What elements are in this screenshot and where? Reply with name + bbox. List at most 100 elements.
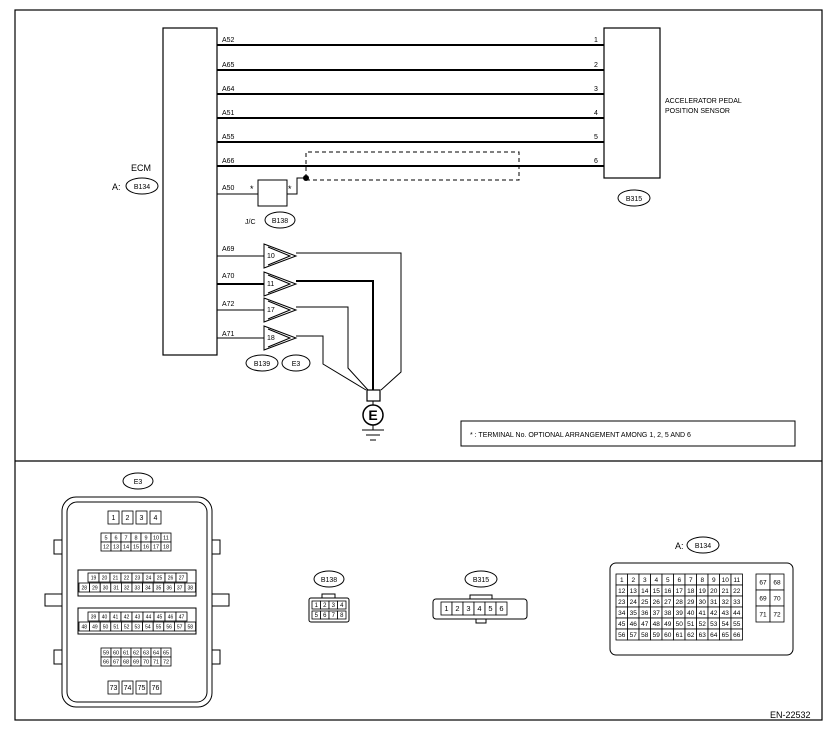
e3-pin-53: 53 (135, 624, 141, 630)
b134-pin-11: 11 (733, 577, 740, 584)
ground-terminal-18-outer (263, 325, 298, 351)
sensor-name-line2: POSITION SENSOR (665, 108, 730, 115)
e3-pin-3: 3 (140, 515, 144, 522)
e3-pin-cell-47 (175, 611, 188, 622)
b134-pin-59: 59 (653, 632, 661, 639)
e3-pin-30: 30 (103, 585, 109, 591)
b134-pin-44: 44 (733, 610, 741, 617)
b315-key (475, 618, 487, 624)
e3-right-clip-top (211, 539, 221, 555)
sensor-pin-4: 4 (594, 110, 598, 117)
sensor-connector-oval (617, 189, 651, 207)
b134-pin-21: 21 (722, 588, 730, 595)
jc-connector-label: B138 (272, 218, 288, 225)
b134-pin-20: 20 (710, 588, 718, 595)
e3-pin-49: 49 (92, 624, 98, 630)
b134-pin-cell-72 (769, 605, 785, 623)
b138-latch (321, 593, 336, 599)
e3-pin-cell-18 (160, 541, 172, 552)
b315-pin-6: 6 (499, 604, 503, 613)
sensor-pin-5: 5 (594, 134, 598, 141)
b315-pin-2: 2 (455, 604, 459, 613)
b134-pin-43: 43 (722, 610, 730, 617)
b134-pin-45: 45 (618, 621, 626, 628)
ecm-pin-a50: A50 (222, 185, 235, 192)
e3-pin-70: 70 (143, 659, 149, 665)
e3-pin-59: 59 (103, 650, 109, 656)
ground-terminal-11: 11 (267, 281, 274, 288)
b134-pin-6: 6 (677, 577, 681, 584)
b134-pin-32: 32 (722, 599, 730, 606)
e3-pin-62: 62 (133, 650, 139, 656)
b138-pin-5: 5 (315, 613, 319, 619)
e3-pin-68: 68 (123, 659, 129, 665)
b315-pin-1: 1 (444, 604, 448, 613)
b134-pin-40: 40 (687, 610, 695, 617)
e3-right-clip-bottom (211, 649, 221, 665)
e3-pin-55: 55 (156, 624, 162, 630)
outer-frame (14, 9, 823, 721)
e3-pin-32: 32 (124, 585, 130, 591)
b134-pin-27: 27 (664, 599, 672, 606)
e3-pin-75: 75 (138, 685, 146, 692)
e3-pin-13: 13 (113, 544, 119, 550)
b134-pin-68: 68 (773, 579, 781, 586)
e3-pin-cell-72 (160, 656, 172, 667)
e3-pin-20: 20 (102, 575, 108, 581)
b138-pin-6: 6 (323, 613, 327, 619)
b134-pin-48: 48 (653, 621, 661, 628)
jc-connector-oval (264, 211, 296, 229)
e3-pin-9: 9 (144, 535, 147, 541)
e3-pin-6: 6 (114, 535, 117, 541)
shield-dashed-outline (305, 151, 520, 181)
e3-left-clip-top (53, 539, 63, 555)
e3-pin-29: 29 (92, 585, 98, 591)
b315-label-oval (464, 570, 498, 588)
e3-pin-12: 12 (103, 544, 109, 550)
ecm-pin-a69: A69 (222, 246, 235, 253)
b134-pin-23: 23 (618, 599, 626, 606)
e3-pin-2: 2 (126, 515, 130, 522)
b315-label: B315 (473, 577, 489, 584)
e3-pin-64: 64 (153, 650, 159, 656)
b134-pin-47: 47 (641, 621, 649, 628)
b134-pin-67: 67 (759, 579, 767, 586)
b134-pin-2: 2 (631, 577, 635, 584)
e3-pin-50: 50 (103, 624, 109, 630)
b134-pin-55: 55 (733, 621, 741, 628)
b315-pin-3: 3 (466, 604, 470, 613)
e3-pin-11: 11 (163, 535, 169, 541)
e3-pin-26: 26 (168, 575, 174, 581)
b134-pin-13: 13 (630, 588, 638, 595)
e3-pin-40: 40 (102, 614, 108, 620)
sensor-pin-6: 6 (594, 158, 598, 165)
e3-pin-76: 76 (152, 685, 160, 692)
ground-terminal-17-inner (267, 300, 292, 320)
e3-pin-cell-38 (184, 582, 197, 593)
e3-pin-15: 15 (133, 544, 139, 550)
e3-pin-18: 18 (163, 544, 169, 550)
e3-pin-58: 58 (188, 624, 194, 630)
sensor-box (603, 27, 661, 179)
e3-pin-52: 52 (124, 624, 130, 630)
b134-pin-37: 37 (653, 610, 661, 617)
e3-pin-38: 38 (188, 585, 194, 591)
e3-pin-cell-1 (107, 510, 120, 525)
sensor-pin-1: 1 (594, 37, 598, 44)
b138-pin-2: 2 (323, 603, 327, 609)
b134-pin-8: 8 (700, 577, 704, 584)
ecm-pin-a71: A71 (222, 331, 235, 338)
b134-pin-61: 61 (676, 632, 684, 639)
e3-pin-35: 35 (156, 585, 162, 591)
ecm-pin-a72: A72 (222, 301, 235, 308)
b134-pin-46: 46 (630, 621, 638, 628)
b315-pin-5: 5 (488, 604, 492, 613)
e3-pin-cell-4 (149, 510, 162, 525)
e3-block-lower (77, 607, 197, 635)
b134-pin-34: 34 (618, 610, 626, 617)
b134-pin-1: 1 (620, 577, 624, 584)
e3-pin-7: 7 (124, 535, 127, 541)
